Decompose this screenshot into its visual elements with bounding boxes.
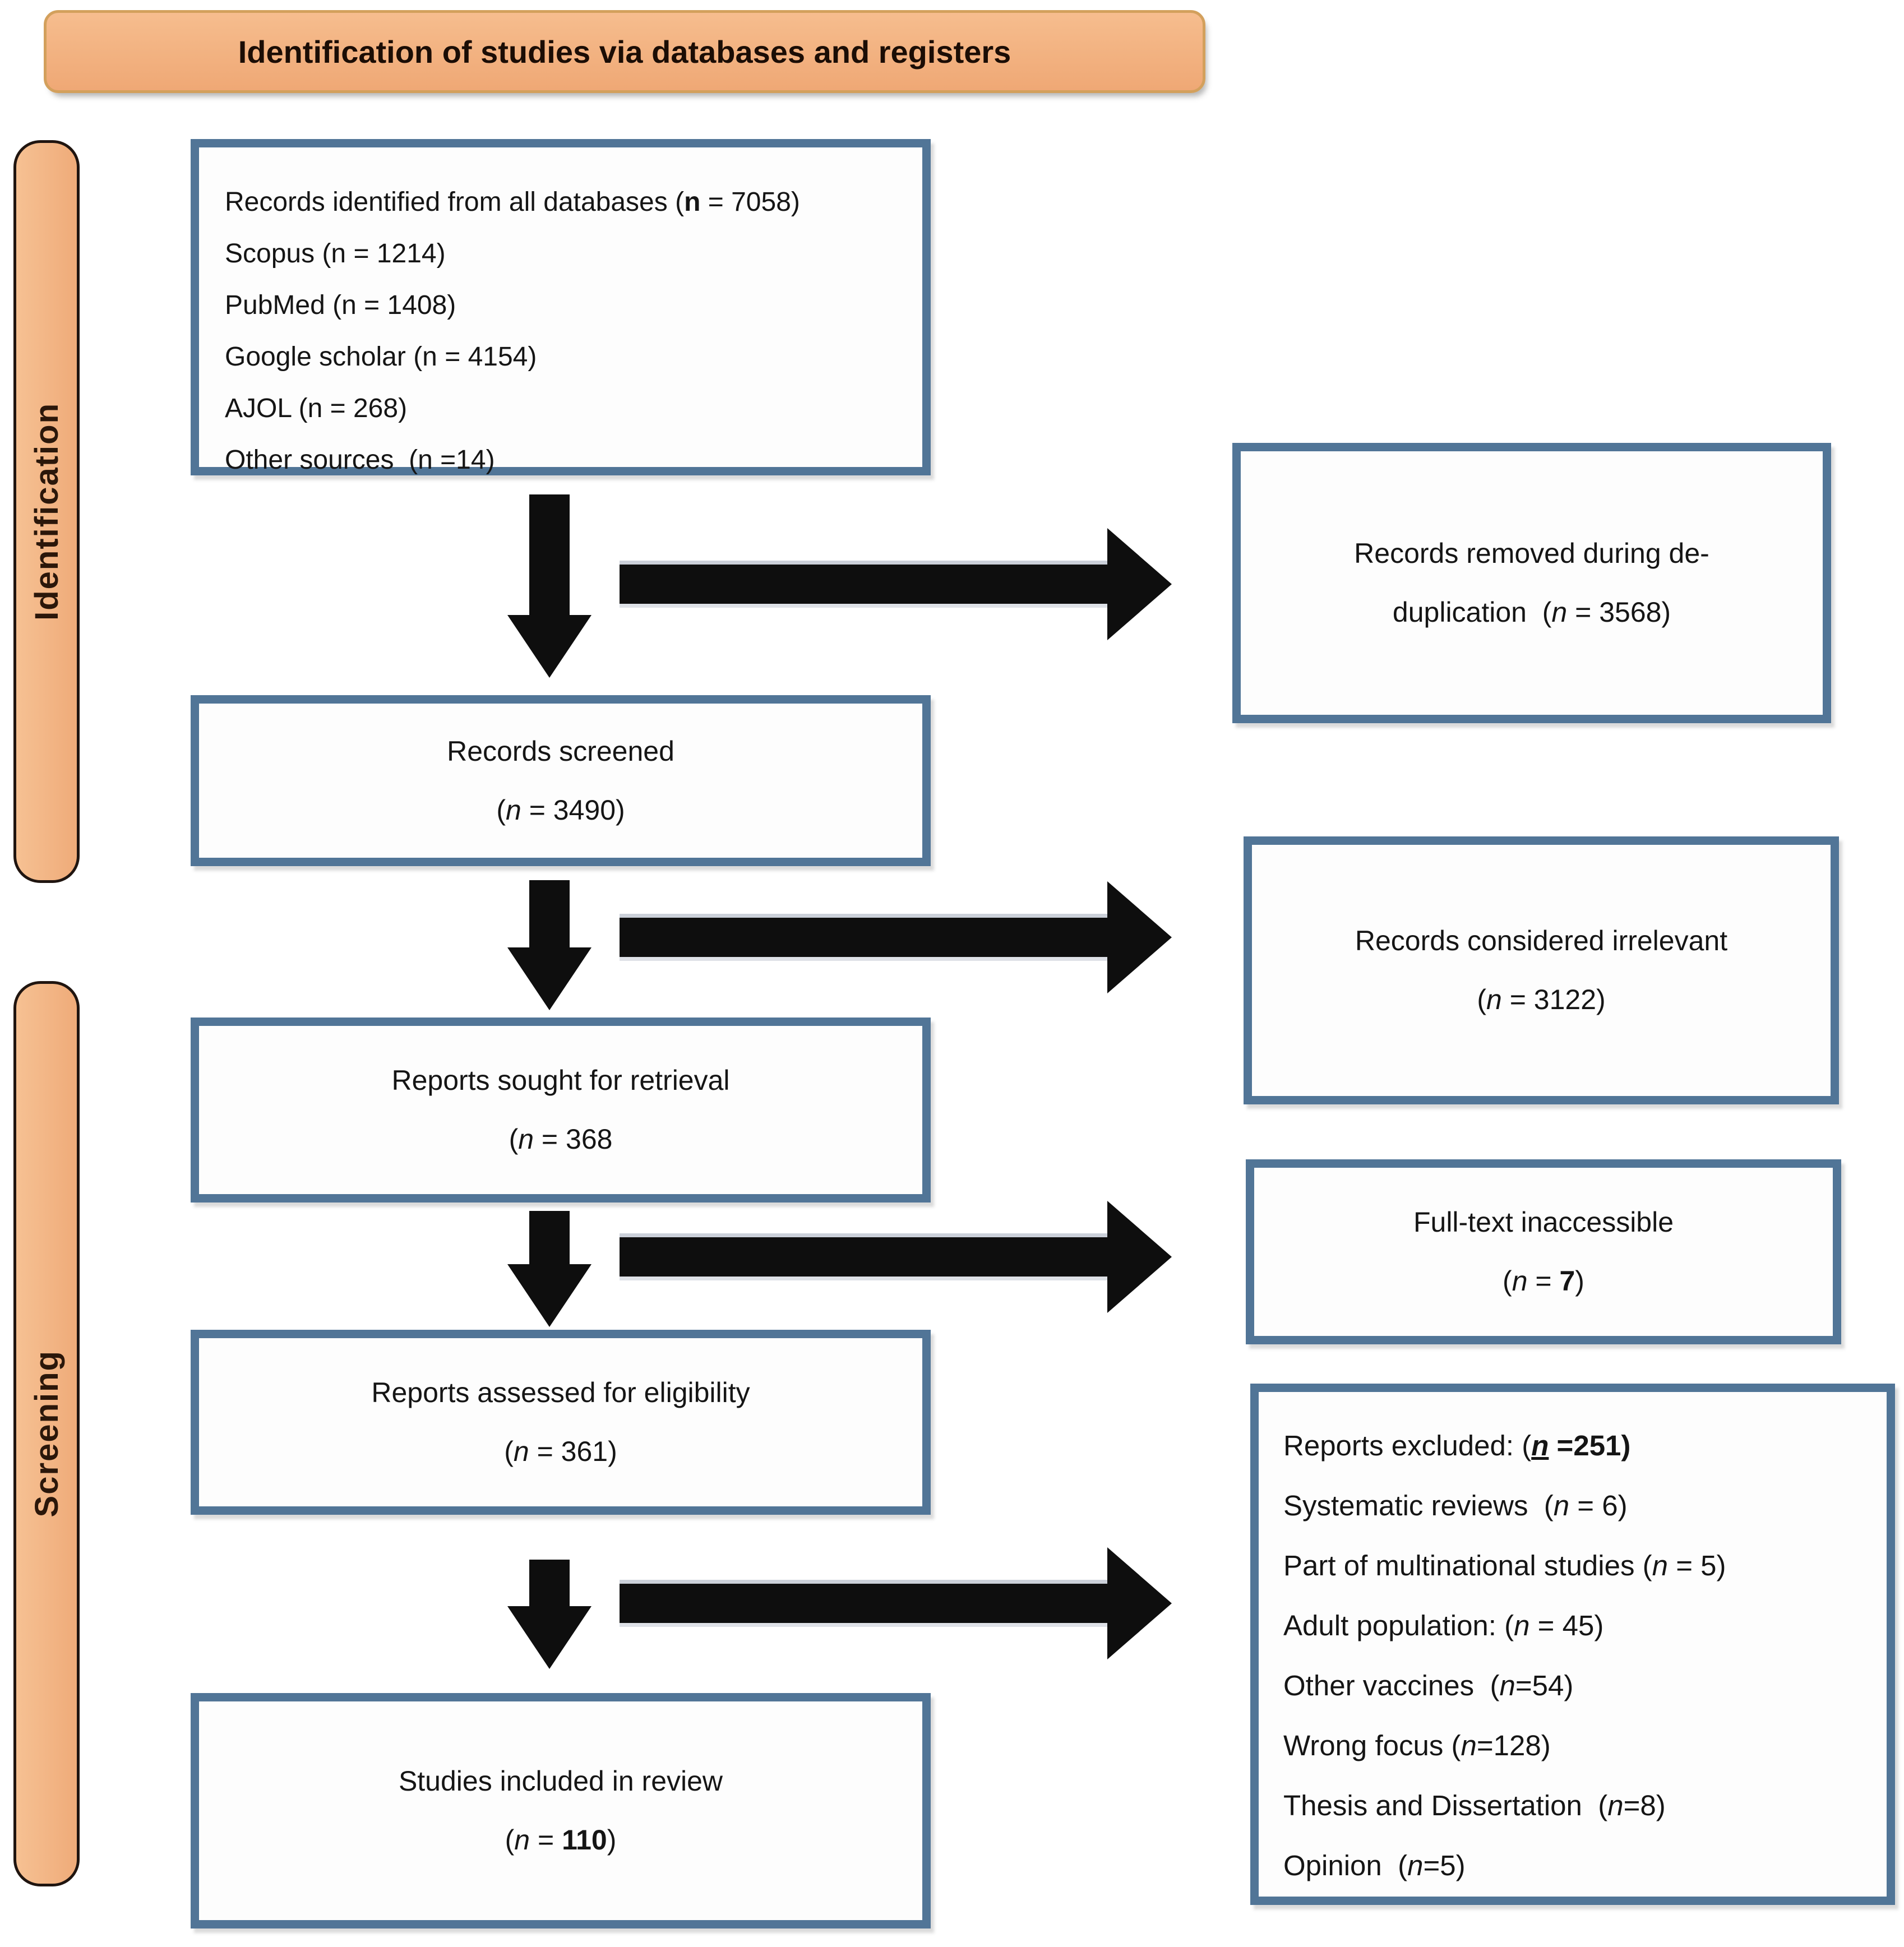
fulltext-inaccessible-count: (n = 7) [1503, 1265, 1584, 1297]
records-identified-other-sources: Other sources (n =14) [225, 445, 495, 475]
excluded-other-vaccines: Other vaccines (n=54) [1283, 1669, 1574, 1701]
stage-label-screening: Screening [28, 1350, 65, 1518]
box-fulltext-inaccessible: Full-text inaccessible (n = 7) [1246, 1159, 1841, 1344]
arrow-down-assessed-to-included-icon [507, 1560, 591, 1669]
excluded-thesis-dissertation: Thesis and Dissertation (n=8) [1283, 1789, 1666, 1821]
excluded-opinion: Opinion (n=5) [1283, 1849, 1466, 1881]
box-records-irrelevant: Records considered irrelevant (n = 3122) [1244, 836, 1839, 1104]
arrow-down-identified-to-screened-icon [507, 494, 591, 678]
excluded-wrong-focus: Wrong focus (n=128) [1283, 1729, 1551, 1761]
records-identified-total: Records identified from all databases (n… [225, 187, 800, 217]
diagram-title: Identification of studies via databases … [238, 34, 1011, 70]
excluded-multinational-studies: Part of multinational studies (n = 5) [1283, 1550, 1726, 1581]
records-screened-count: (n = 3490) [496, 794, 625, 826]
arrow-right-to-removed-icon [620, 528, 1172, 640]
stage-tab-identification: Identification [13, 140, 80, 883]
box-studies-included: Studies included in review (n = 110) [191, 1693, 931, 1928]
excluded-adult-population: Adult population: (n = 45) [1283, 1610, 1604, 1641]
records-identified-scopus: Scopus (n = 1214) [225, 239, 446, 269]
arrow-down-screened-to-sought-icon [507, 880, 591, 1010]
records-screened-label: Records screened [447, 735, 674, 767]
arrow-right-to-excluded-icon [620, 1547, 1172, 1659]
studies-included-label: Studies included in review [398, 1765, 723, 1797]
studies-included-count: (n = 110) [505, 1824, 617, 1856]
records-identified-pubmed: PubMed (n = 1408) [225, 290, 456, 320]
box-reports-assessed: Reports assessed for eligibility (n = 36… [191, 1330, 931, 1515]
reports-sought-count: (n = 368 [509, 1123, 613, 1155]
box-records-removed-deduplication: Records removed during de- duplication (… [1232, 443, 1831, 723]
reports-assessed-label: Reports assessed for eligibility [371, 1377, 750, 1408]
arrow-down-sought-to-assessed-icon [507, 1211, 591, 1327]
records-removed-line2: duplication (n = 3568) [1392, 596, 1671, 628]
records-identified-google-scholar: Google scholar (n = 4154) [225, 342, 537, 372]
reports-sought-label: Reports sought for retrieval [391, 1065, 730, 1096]
arrow-right-to-irrelevant-icon [620, 881, 1172, 993]
diagram-title-banner: Identification of studies via databases … [44, 10, 1205, 93]
stage-tab-screening: Screening [13, 981, 80, 1886]
records-removed-line1: Records removed during de- [1354, 538, 1709, 569]
box-reports-sought: Reports sought for retrieval (n = 368 [191, 1018, 931, 1203]
reports-excluded-total: Reports excluded: (n =251) [1283, 1430, 1631, 1462]
reports-assessed-count: (n = 361) [504, 1436, 617, 1467]
arrow-right-to-fulltext-icon [620, 1201, 1172, 1313]
box-records-identified: Records identified from all databases (n… [191, 139, 931, 475]
box-records-screened: Records screened (n = 3490) [191, 695, 931, 866]
excluded-systematic-reviews: Systematic reviews (n = 6) [1283, 1490, 1628, 1521]
records-identified-ajol: AJOL (n = 268) [225, 394, 408, 423]
records-irrelevant-label: Records considered irrelevant [1355, 925, 1728, 956]
records-irrelevant-count: (n = 3122) [1477, 984, 1606, 1015]
fulltext-inaccessible-label: Full-text inaccessible [1413, 1206, 1674, 1238]
box-reports-excluded: Reports excluded: (n =251) Systematic re… [1250, 1384, 1895, 1905]
stage-label-identification: Identification [28, 403, 65, 621]
